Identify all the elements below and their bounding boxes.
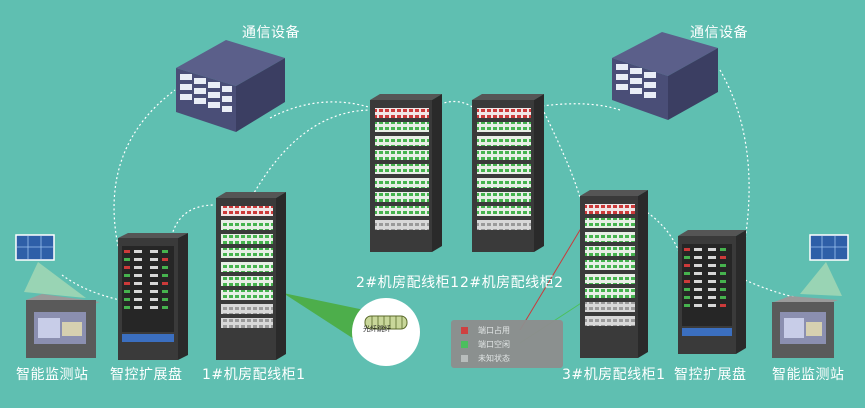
cabinet-3-label: 3#机房配线柜1 xyxy=(562,367,666,383)
link-cab3-to-ext-right xyxy=(635,204,681,256)
legend-item-occupied: 端口占用 xyxy=(461,324,510,336)
cabinet-2-2 xyxy=(472,94,544,252)
fiber-cable xyxy=(352,298,420,366)
cabinet-2-1-label: 2#机房配线柜1 xyxy=(356,275,460,291)
comm-device-left-label: 通信设备 xyxy=(242,25,300,41)
link-ext-left-to-comm xyxy=(113,89,176,256)
fiber-cable-label: 光纤跳纤 xyxy=(363,325,391,333)
monitor-station-right xyxy=(772,234,849,358)
legend-label: 未知状态 xyxy=(478,353,510,363)
legend-swatch-green xyxy=(461,340,468,348)
comm-device-right-label: 通信设备 xyxy=(690,25,748,41)
link-ext-left-to-cab1 xyxy=(169,204,216,246)
legend-swatch-red xyxy=(461,326,468,334)
monitor-station-left xyxy=(15,234,100,358)
link-comm-right-to-cab22 xyxy=(541,103,621,111)
callout-right xyxy=(800,262,842,296)
link-comm-right-to-ext-right xyxy=(719,69,750,241)
callout-cable xyxy=(283,293,374,352)
legend-label: 端口空闲 xyxy=(478,339,510,349)
ext-panel-left xyxy=(118,233,188,360)
station-right-label: 智能监测站 xyxy=(772,367,845,383)
cabinet-1-label: 1#机房配线柜1 xyxy=(202,367,306,383)
port-status-legend: 端口占用 端口空闲 未知状态 xyxy=(451,320,563,368)
legend-label: 端口占用 xyxy=(478,325,510,335)
link-cab1-to-cab21 xyxy=(249,109,373,201)
station-screen-left xyxy=(15,234,55,261)
station-screen-right xyxy=(809,234,849,261)
legend-swatch-gray xyxy=(461,354,468,362)
cabinet-1 xyxy=(216,192,286,360)
comm-device-right xyxy=(612,32,718,120)
ext-left-label: 智控扩展盘 xyxy=(110,367,183,383)
ext-right-label: 智控扩展盘 xyxy=(674,367,747,383)
cabinet-3 xyxy=(580,190,648,358)
comm-device-left xyxy=(176,40,285,132)
cabinet-2-2-label: 2#机房配线柜2 xyxy=(460,275,564,291)
ext-left-leds xyxy=(124,250,168,309)
cabinet-2-1 xyxy=(370,94,442,252)
link-comm-to-cab21 xyxy=(269,101,373,119)
link-cab21-to-cab22 xyxy=(431,100,475,109)
legend-item-unknown: 未知状态 xyxy=(461,352,510,364)
link-station-to-ext-left xyxy=(61,274,121,301)
link-cab22-to-cab3 xyxy=(541,107,583,206)
station-left-label: 智能监测站 xyxy=(16,367,89,383)
callout-left xyxy=(24,262,86,298)
ext-panel-right xyxy=(678,230,746,354)
legend-item-free: 端口空闲 xyxy=(461,338,510,350)
